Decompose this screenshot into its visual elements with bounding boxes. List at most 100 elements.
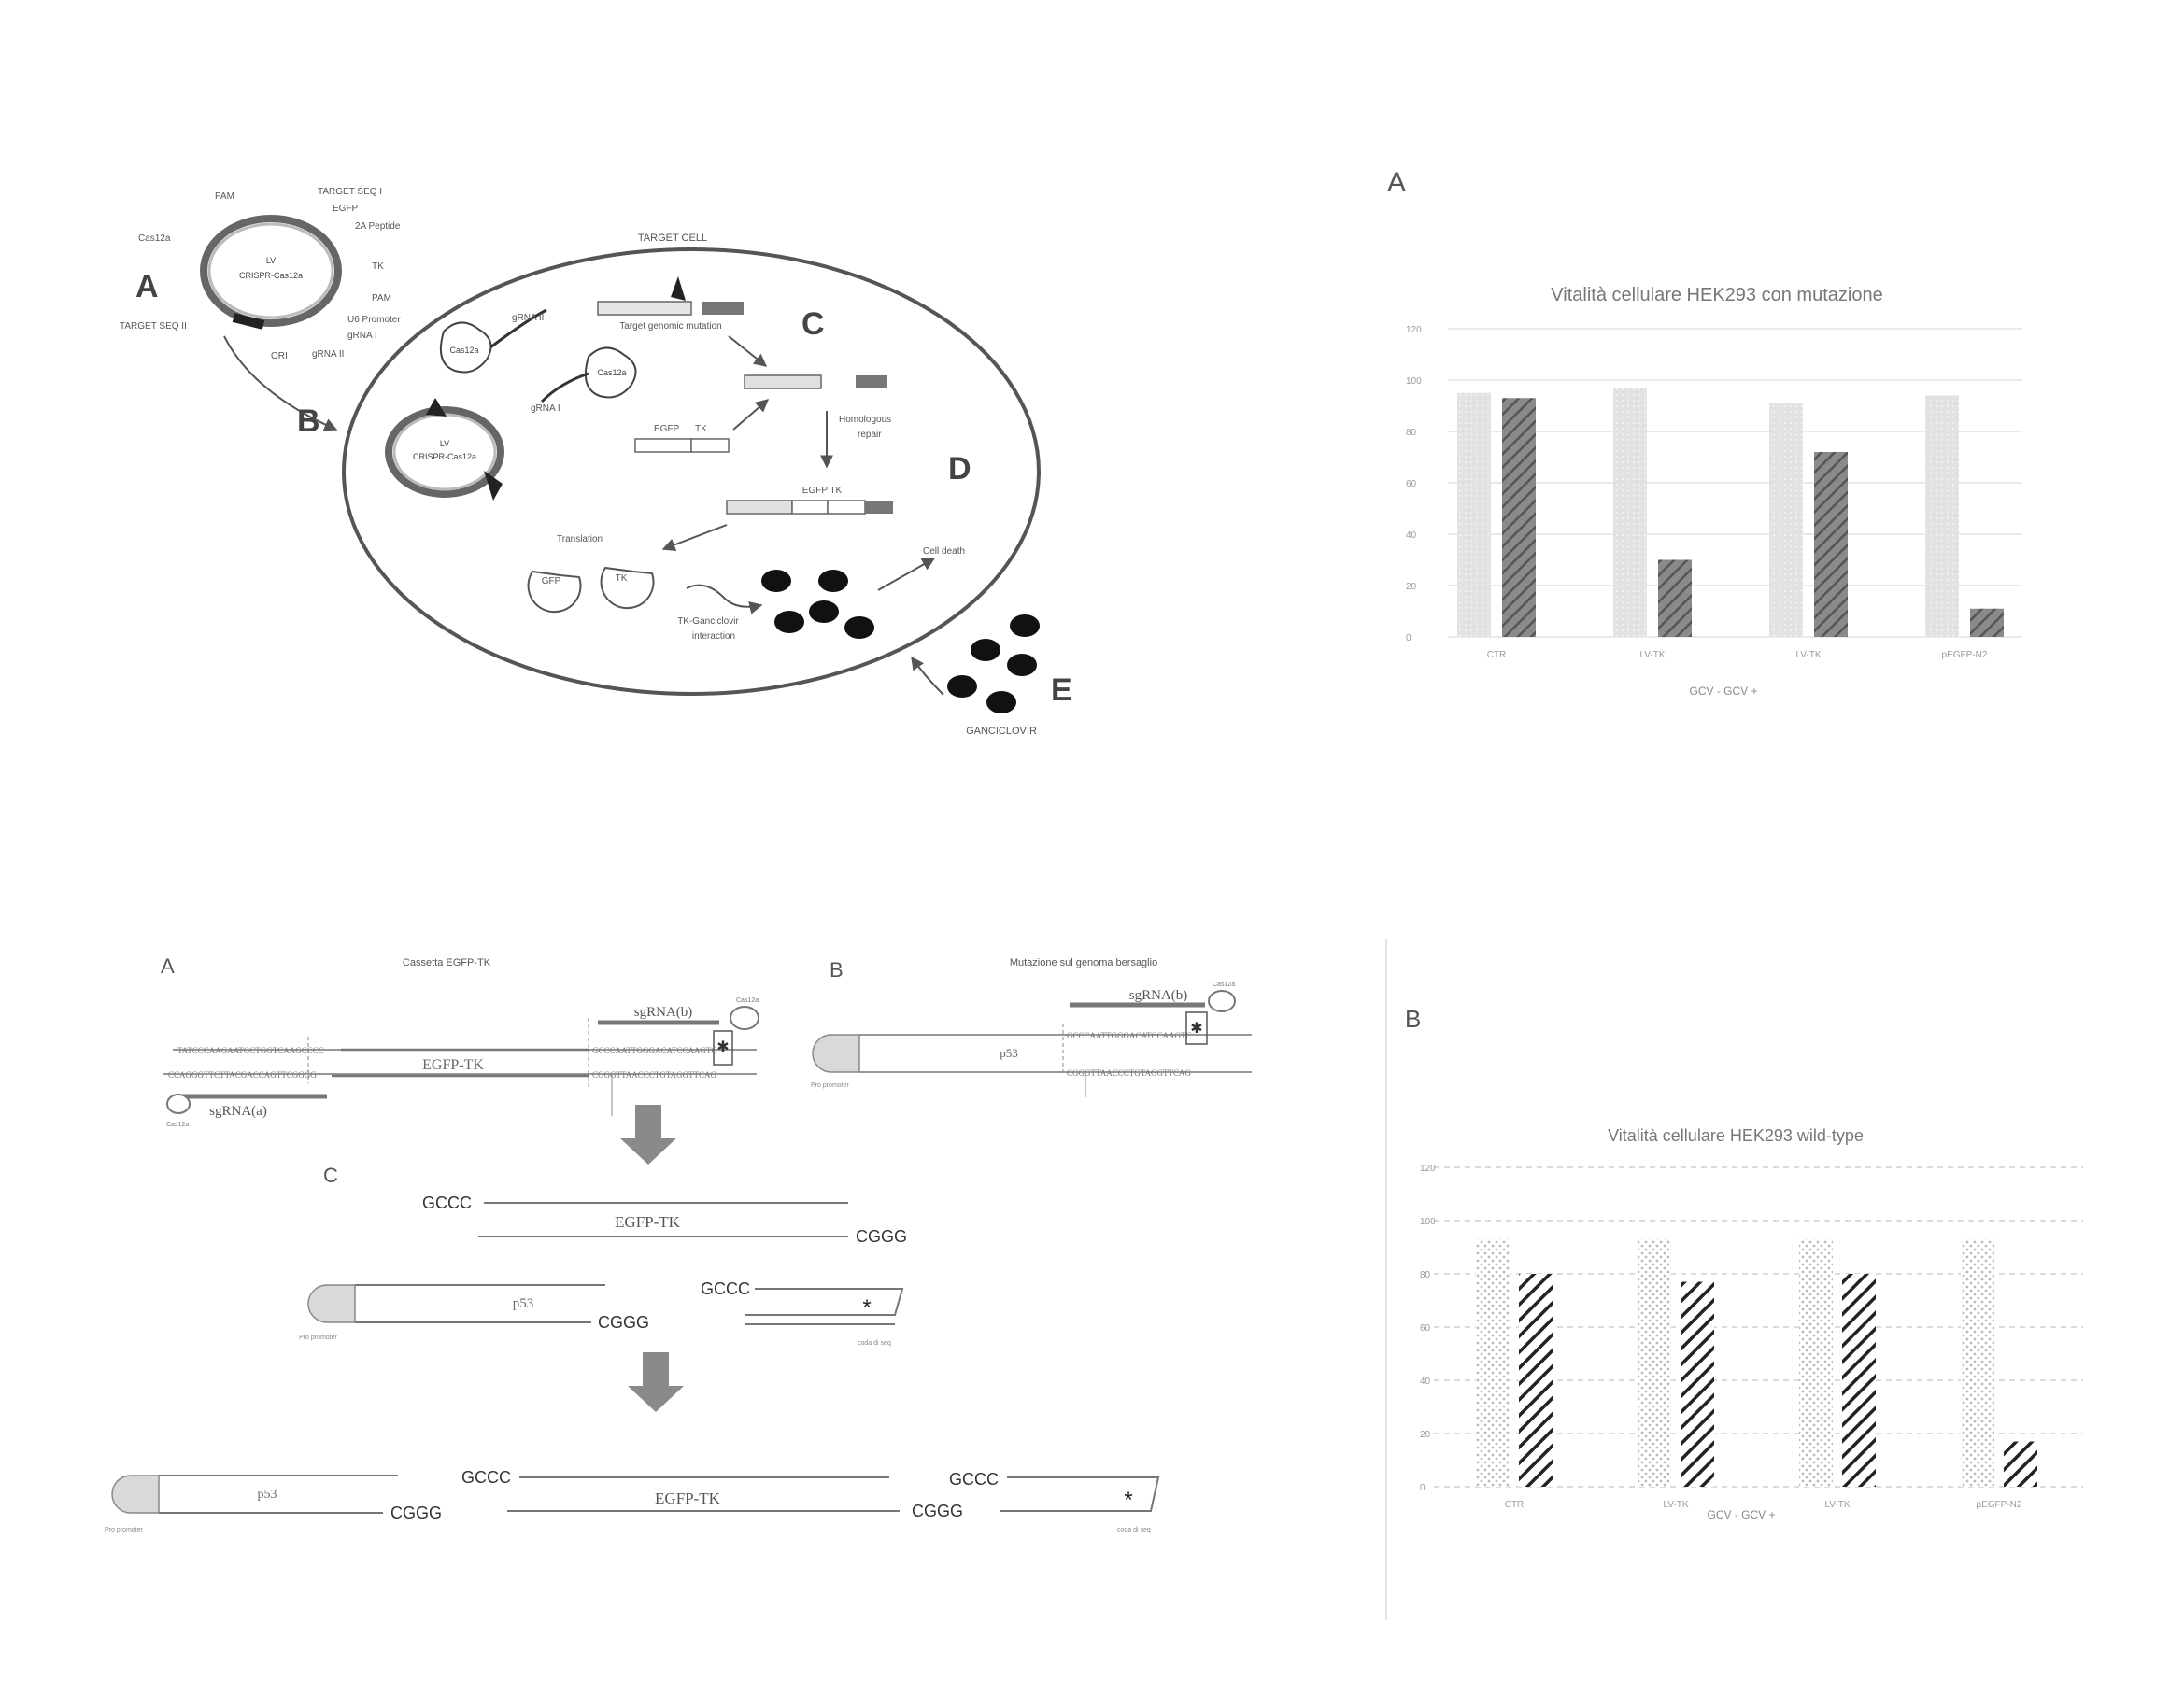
seq-a-bottom: CCAGGGTTCTTACGACCAGTTCGGGG bbox=[168, 1070, 317, 1080]
panel-letter-a: A bbox=[135, 269, 159, 304]
bar-gcv-minus bbox=[1925, 395, 1959, 637]
label-ori: ORI bbox=[271, 351, 288, 361]
y-tick-label: 80 bbox=[1406, 428, 1417, 438]
bar-gcv-plus bbox=[1842, 1274, 1876, 1487]
bar-gcv-plus bbox=[1681, 1281, 1714, 1487]
y-tick-label: 20 bbox=[1406, 582, 1417, 592]
y-tick-label: 120 bbox=[1406, 325, 1422, 335]
chart-b: B Vitalità cellulare HEK293 wild-type 0 2… bbox=[1405, 1005, 2083, 1521]
seq-b-bottom: CGGGTTAACCCTGTAGGTTCAG bbox=[1067, 1068, 1192, 1078]
c-row1-cggg: CGGG bbox=[856, 1227, 907, 1246]
bar-gcv-minus bbox=[1476, 1238, 1510, 1487]
fig2-panel-b: B bbox=[830, 958, 844, 982]
genomic-mutation-block bbox=[702, 302, 744, 315]
chart-b-legend: GCV - GCV + bbox=[1707, 1508, 1775, 1521]
cas12a-complex-1: Cas12a gRNA II bbox=[440, 308, 547, 374]
category-label: LV-TK bbox=[1663, 1500, 1688, 1510]
cell-grna-ii: gRNA II bbox=[512, 313, 544, 323]
c-row2-cggg: CGGG bbox=[598, 1313, 649, 1332]
panel-letter-d: D bbox=[948, 451, 971, 487]
seq-a-right-top: GCCCAATTGGGACATCCAAGTC bbox=[592, 1046, 717, 1055]
repaired-seq-tk bbox=[827, 500, 866, 515]
bar-gcv-plus bbox=[1970, 608, 2004, 637]
label-egfp-tk: EGFP TK bbox=[802, 486, 843, 496]
plasmid-diagram: LV CRISPR-Cas12a bbox=[200, 215, 342, 330]
chart-b-panel-letter: B bbox=[1405, 1005, 1421, 1033]
y-tick-label: 0 bbox=[1420, 1483, 1425, 1493]
y-tick-label: 60 bbox=[1420, 1323, 1431, 1334]
label-pam-top: PAM bbox=[215, 191, 234, 202]
fig2-p53-b: p53 bbox=[1000, 1046, 1018, 1060]
repaired-seq-right bbox=[865, 501, 893, 514]
c-row3-star: * bbox=[1124, 1488, 1132, 1513]
label-target-cell: TARGET CELL bbox=[638, 233, 707, 244]
gfp-shape bbox=[527, 570, 582, 614]
y-tick-label: 100 bbox=[1406, 376, 1422, 387]
y-tick-label: 120 bbox=[1420, 1164, 1436, 1174]
label-tk: TK bbox=[372, 261, 384, 272]
label-tk-ganc-2: interaction bbox=[692, 631, 735, 642]
label-target-genomic: Target genomic mutation bbox=[619, 321, 722, 332]
label-2a-peptide: 2A Peptide bbox=[355, 221, 401, 232]
c-row3-cggg2: CGGG bbox=[912, 1502, 963, 1520]
label-u6-promoter: U6 Promoter bbox=[347, 315, 401, 325]
c-row2-promoter: Pro promoter bbox=[299, 1335, 338, 1341]
cell-plasmid-name-1: LV bbox=[440, 439, 449, 448]
category-label: CTR bbox=[1487, 650, 1507, 660]
mechanism-diagram: LV CRISPR-Cas12a A PAM TARGET SEQ I EGFP… bbox=[120, 187, 1072, 737]
c-row3-gccc1: GCCC bbox=[461, 1468, 511, 1487]
c-row3-p53: p53 bbox=[258, 1488, 277, 1502]
panel-letter-c: C bbox=[801, 306, 825, 342]
category-label: LV-TK bbox=[1639, 650, 1665, 660]
target-cell bbox=[342, 247, 1041, 696]
tk-shape bbox=[600, 566, 655, 610]
svg-text:✱: ✱ bbox=[716, 1039, 729, 1055]
c-row1-label: EGFP-TK bbox=[615, 1213, 681, 1231]
bar-gcv-plus bbox=[1658, 559, 1692, 637]
tk-fragment bbox=[690, 438, 730, 453]
seq-a-right-bottom: CGGGTTAACCCTGTAGGTTCAG bbox=[592, 1070, 717, 1080]
panel-letter-e: E bbox=[1051, 672, 1072, 708]
bar-gcv-minus bbox=[1799, 1238, 1833, 1487]
label-tk-ganc-1: TK-Ganciclovir bbox=[677, 616, 739, 627]
category-label: LV-TK bbox=[1824, 1500, 1850, 1510]
cell-cas12a-2: Cas12a bbox=[597, 368, 626, 377]
cas12a-small-3: Cas12a bbox=[1213, 982, 1235, 988]
cell-plasmid-name-2: CRISPR-Cas12a bbox=[413, 452, 476, 461]
cassette-diagram: A Cassetta EGFP-TK B Mutazione sul genom… bbox=[105, 954, 1252, 1533]
label-grna-i: gRNA I bbox=[347, 331, 377, 341]
cas12a-small-1: Cas12a bbox=[736, 997, 759, 1004]
down-arrow-2 bbox=[628, 1352, 684, 1412]
category-label: pEGFP-N2 bbox=[1977, 1500, 2022, 1510]
plasmid-name-1: LV bbox=[266, 256, 276, 265]
fig2-panel-c: C bbox=[323, 1164, 338, 1187]
ganciclovir-molecules bbox=[947, 614, 1040, 713]
label-egfp-frag: EGFP bbox=[654, 424, 680, 434]
label-pam-right: PAM bbox=[372, 293, 391, 304]
label-cas12a: Cas12a bbox=[138, 233, 171, 244]
category-label: LV-TK bbox=[1795, 650, 1821, 660]
c-row2-tail: coda di seq bbox=[858, 1340, 891, 1347]
label-gfp: GFP bbox=[542, 576, 561, 586]
label-translation: Translation bbox=[557, 534, 603, 544]
genomic-segment bbox=[597, 301, 692, 316]
dying-cells bbox=[761, 570, 874, 639]
label-homologous-2: repair bbox=[858, 430, 882, 440]
label-tk-shape: TK bbox=[616, 573, 628, 584]
c-row1-gccc: GCCC bbox=[422, 1194, 472, 1212]
egfp-fragment bbox=[634, 438, 692, 453]
chart-b-title: Vitalità cellulare HEK293 wild-type bbox=[1608, 1126, 1864, 1145]
bar-gcv-minus bbox=[1613, 388, 1647, 637]
cut-marker-2 bbox=[484, 471, 503, 501]
svg-text:✱: ✱ bbox=[1190, 1021, 1202, 1037]
y-tick-label: 40 bbox=[1420, 1377, 1431, 1387]
c-row3-gccc2: GCCC bbox=[949, 1470, 999, 1489]
bar-gcv-plus bbox=[1814, 452, 1848, 637]
repaired-seq-egfp bbox=[791, 500, 829, 515]
bar-gcv-minus bbox=[1961, 1238, 1994, 1487]
c-row2-p53: p53 bbox=[513, 1296, 534, 1311]
chart-a: A Vitalità cellulare HEK293 con mutazion… bbox=[1387, 167, 2022, 698]
fig2-sgrna-a: sgRNA(a) bbox=[209, 1104, 267, 1119]
y-tick-label: 20 bbox=[1420, 1430, 1431, 1440]
label-grna-ii: gRNA II bbox=[312, 349, 344, 360]
